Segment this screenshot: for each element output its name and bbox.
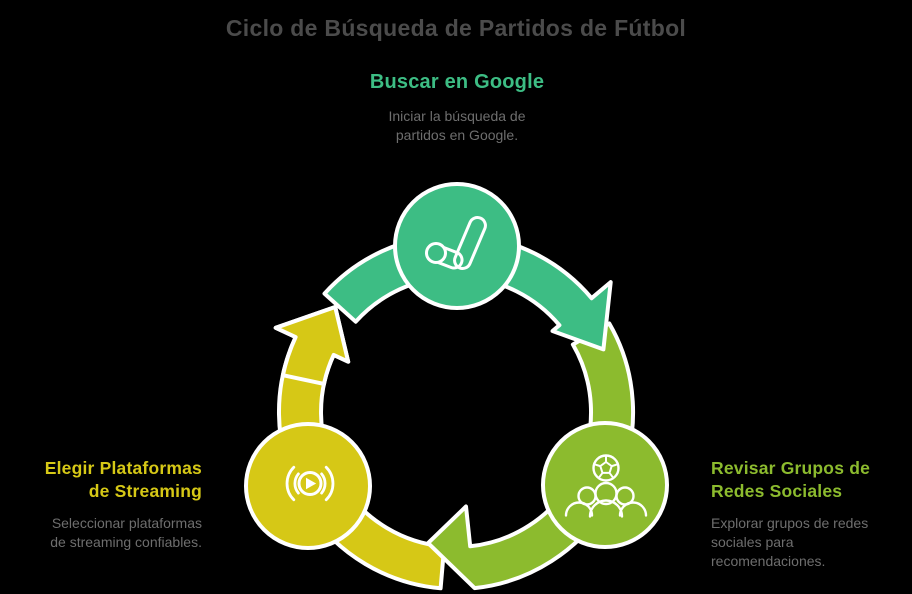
node-buscar-heading: Buscar en Google: [369, 71, 545, 93]
soccer-group-icon: [564, 454, 648, 518]
node-circle-revisar: [541, 421, 669, 549]
streaming-play-icon: [285, 465, 335, 502]
cycle-arrowhead-yellow-overlay: [273, 305, 351, 386]
node-circle-buscar: [393, 182, 521, 310]
search-check-icon: [425, 216, 487, 270]
diagram-title: Ciclo de Búsqueda de Partidos de Fútbol: [225, 15, 687, 41]
